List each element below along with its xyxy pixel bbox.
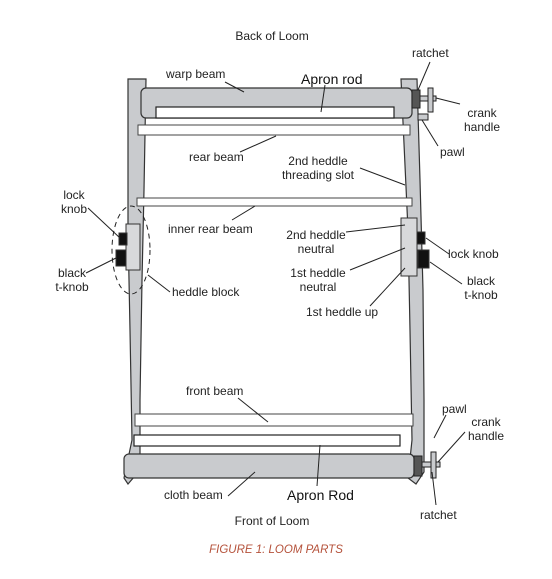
leader-apron-rod-top (320, 84, 326, 113)
leader-threading-slot (359, 167, 406, 186)
label-rear-beam: rear beam (189, 150, 244, 164)
leader-pawl-top (421, 119, 439, 147)
label-crank-handle-top: crank handle (456, 106, 508, 134)
leader-2nd-neutral (345, 224, 406, 233)
left-black-t-knob (115, 249, 127, 267)
label-crank-handle-bottom-line1: crank (471, 415, 501, 429)
right-black-t-knob (417, 249, 430, 269)
heddle-block-circle (111, 205, 151, 295)
leader-cloth-beam (227, 471, 256, 497)
leader-1st-neutral (349, 247, 406, 271)
label-lock-knob-left-line2: knob (60, 202, 88, 216)
label-pawl-bottom: pawl (442, 402, 467, 416)
label-2nd-heddle-neutral-line2: neutral (297, 242, 335, 256)
rear-beam (137, 124, 411, 136)
right-side-frame (400, 78, 425, 485)
label-warp-beam: warp beam (166, 67, 226, 81)
leader-crank-bottom (437, 431, 466, 463)
leader-crank-top (435, 97, 461, 105)
label-black-tknob-left-line2: t-knob (55, 280, 89, 294)
label-crank-handle-bottom-line2: handle (467, 429, 505, 443)
label-1st-heddle-neutral-line1: 1st heddle (290, 266, 346, 280)
label-inner-rear-beam: inner rear beam (168, 222, 253, 236)
top-ratchet (411, 89, 421, 109)
label-heddle-block: heddle block (172, 285, 240, 299)
label-front-of-loom: Front of Loom (234, 514, 310, 528)
label-back-of-loom: Back of Loom (235, 29, 309, 43)
label-apron-rod-bottom: Apron Rod (287, 487, 354, 503)
label-crank-handle-top-line1: crank (467, 106, 497, 120)
bottom-ratchet (413, 455, 423, 477)
left-lock-knob (118, 232, 128, 246)
right-lock-knob (416, 231, 426, 245)
label-threading-slot-line2: threading slot (281, 168, 355, 182)
label-ratchet-top: ratchet (412, 46, 449, 60)
figure-caption: FIGURE 1: LOOM PARTS (209, 544, 343, 556)
top-crank-grip (427, 87, 434, 113)
leader-rear-beam (239, 135, 277, 153)
leader-black-tknob-left (85, 257, 117, 274)
leader-front-beam (237, 397, 269, 423)
leader-ratchet-bottom (431, 471, 437, 506)
label-1st-heddle-neutral-line2: neutral (299, 280, 337, 294)
leader-heddle-block (147, 274, 171, 293)
label-1st-heddle-neutral: 1st heddle neutral (282, 266, 354, 294)
label-pawl-top: pawl (440, 145, 465, 159)
label-black-tknob-right-line1: black (466, 274, 495, 288)
label-black-tknob-left-line1: black (57, 266, 86, 280)
left-heddle-block (125, 223, 141, 271)
label-lock-knob-left: lock knob (56, 188, 92, 216)
cloth-beam (123, 453, 415, 479)
inner-rear-beam (136, 197, 413, 207)
top-pawl (417, 113, 429, 121)
label-2nd-heddle-neutral: 2nd heddle neutral (280, 228, 352, 256)
label-ratchet-bottom: ratchet (420, 508, 457, 522)
label-threading-slot-line1: 2nd heddle (288, 154, 348, 168)
leader-warp-beam (224, 81, 245, 93)
label-apron-rod-top: Apron rod (301, 71, 363, 87)
leader-apron-rod-bottom (316, 444, 321, 487)
leader-ratchet-top (417, 61, 431, 91)
leader-lock-knob-left (87, 207, 121, 239)
label-lock-knob-left-line1: lock (63, 188, 85, 202)
label-2nd-heddle-neutral-line1: 2nd heddle (286, 228, 346, 242)
label-crank-handle-bottom: crank handle (460, 415, 512, 443)
front-beam (134, 413, 414, 427)
leader-lock-knob-right (425, 237, 450, 255)
label-cloth-beam: cloth beam (164, 488, 223, 502)
label-black-tknob-left: black t-knob (52, 266, 92, 294)
label-black-tknob-right: black t-knob (458, 274, 504, 302)
leader-black-tknob-right (429, 261, 463, 285)
label-threading-slot: 2nd heddle threading slot (272, 154, 364, 182)
label-crank-handle-top-line2: handle (463, 120, 501, 134)
label-1st-heddle-up: 1st heddle up (306, 305, 379, 319)
label-lock-knob-right: lock knob (448, 247, 499, 261)
label-black-tknob-right-line2: t-knob (464, 288, 498, 302)
leader-pawl-bottom (433, 414, 447, 439)
right-heddle-block (400, 217, 418, 277)
leader-1st-up (369, 267, 406, 307)
apron-rod-top (155, 106, 395, 119)
label-front-beam: front beam (186, 384, 244, 398)
leader-inner-rear-beam (231, 205, 256, 221)
bottom-crank-grip (430, 451, 437, 479)
apron-rod-bottom (133, 434, 401, 447)
